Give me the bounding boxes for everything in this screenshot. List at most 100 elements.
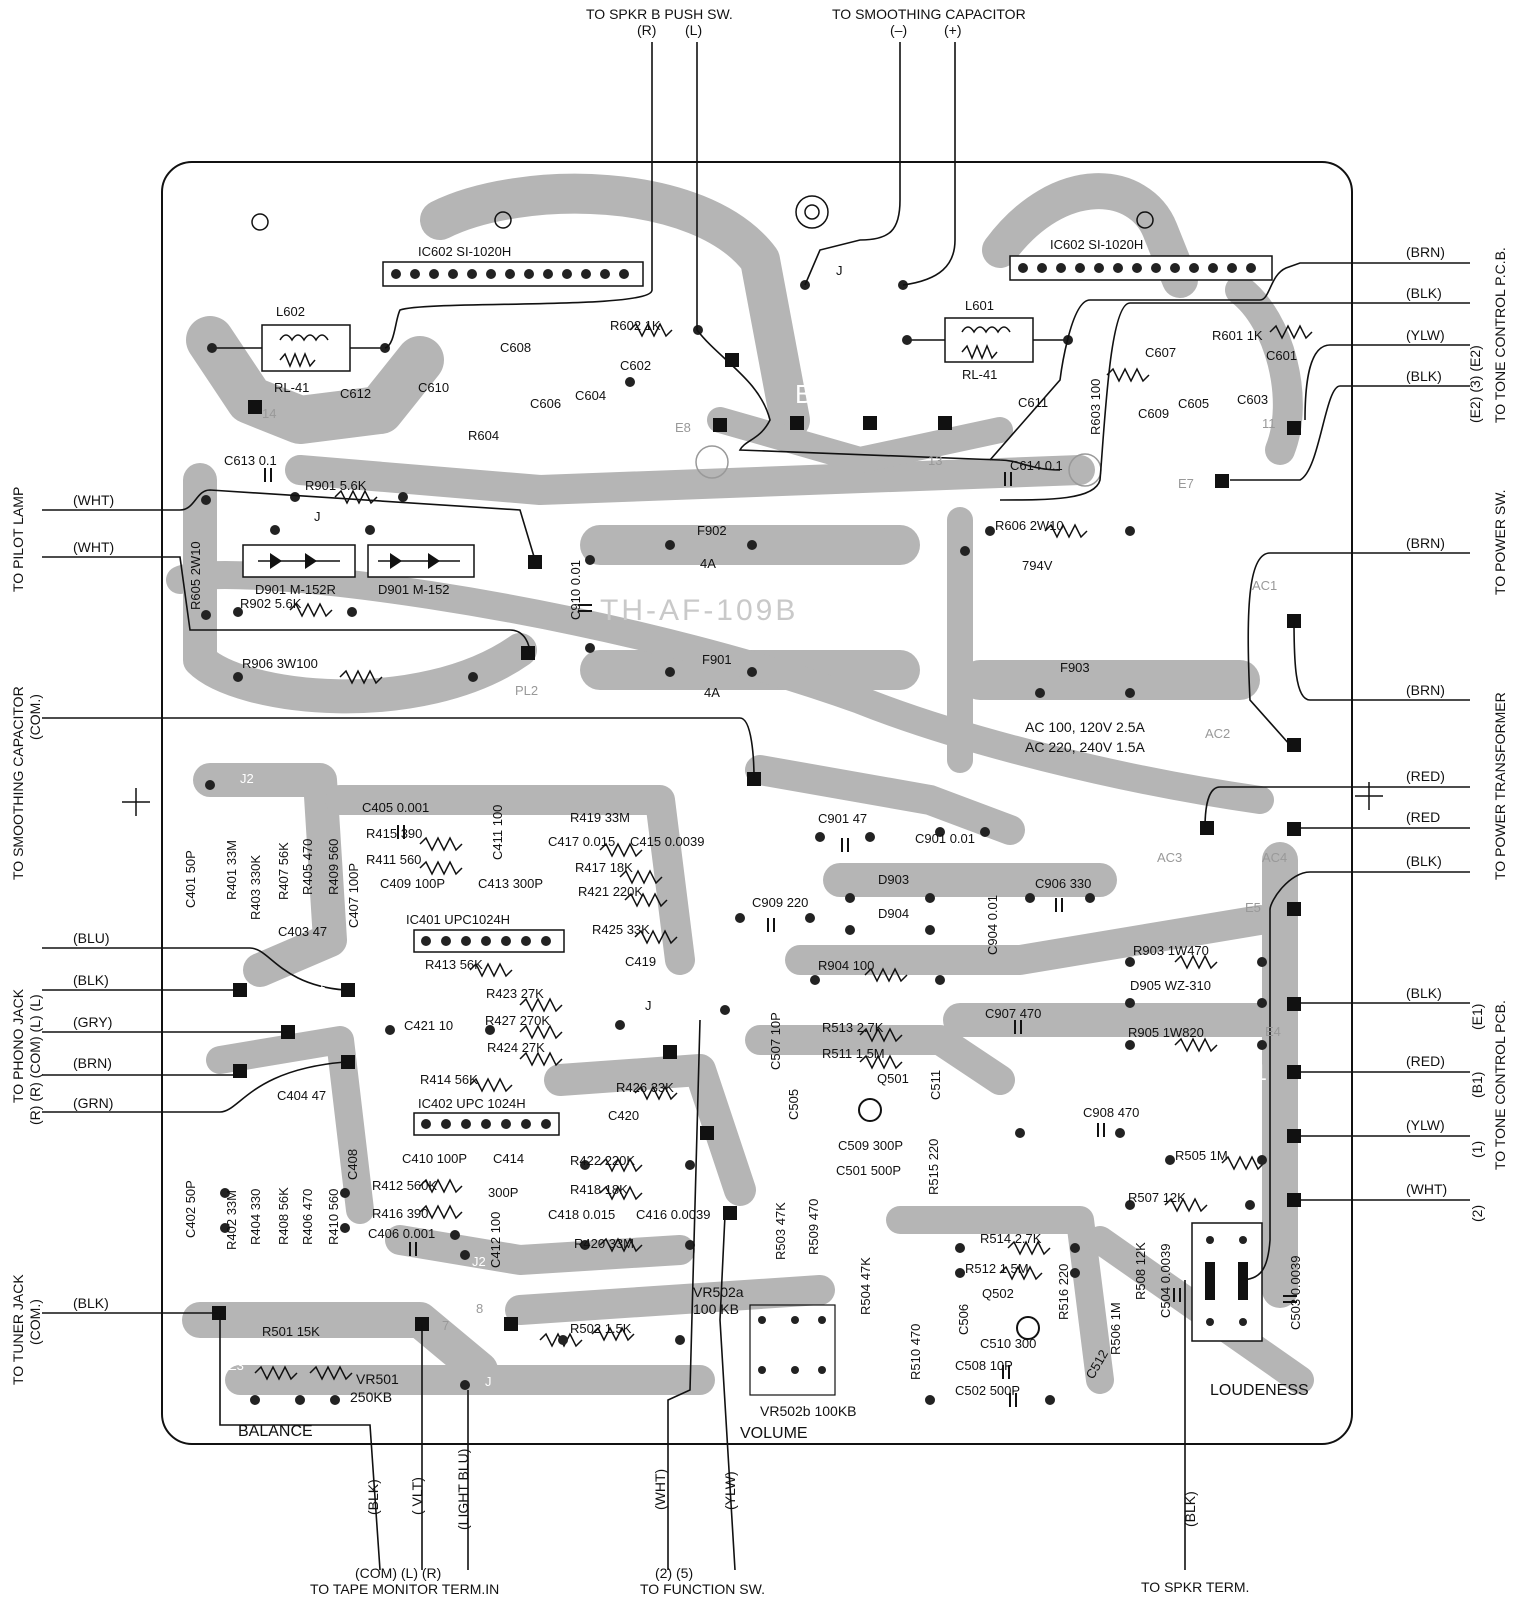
svg-text:R416 390: R416 390: [372, 1206, 428, 1221]
svg-text:R505 1M: R505 1M: [1175, 1148, 1228, 1163]
svg-text:R402 33M: R402 33M: [224, 1190, 239, 1250]
svg-text:(GRN): (GRN): [73, 1095, 113, 1111]
svg-text:C906 330: C906 330: [1035, 876, 1091, 891]
svg-text:(WHT): (WHT): [73, 539, 114, 555]
svg-text:C420: C420: [608, 1108, 639, 1123]
svg-text:C421 10: C421 10: [404, 1018, 453, 1033]
label-tape-sub: (COM) (L) (R): [355, 1565, 441, 1581]
svg-text:C418 0.015: C418 0.015: [548, 1207, 615, 1222]
svg-text:C506: C506: [956, 1304, 971, 1335]
svg-text:C909 220: C909 220: [752, 895, 808, 910]
svg-text:C907 470: C907 470: [985, 1006, 1041, 1021]
right-wires: [989, 262, 1470, 1281]
svg-text:C608: C608: [500, 340, 531, 355]
svg-text:E6: E6: [768, 804, 790, 824]
svg-text:AC3: AC3: [1157, 850, 1182, 865]
ic402: [413, 1112, 560, 1136]
svg-text:C606: C606: [530, 396, 561, 411]
svg-text:E7: E7: [1178, 476, 1194, 491]
svg-text:E2: E2: [706, 1232, 722, 1247]
svg-text:C603: C603: [1237, 392, 1268, 407]
board-name: TH-AF-109B: [600, 594, 798, 627]
svg-text:E8: E8: [675, 420, 691, 435]
svg-text:AC4: AC4: [1262, 850, 1287, 865]
svg-text:4A: 4A: [700, 556, 716, 571]
svg-text:E5: E5: [1245, 900, 1261, 915]
svg-text:D901 M-152: D901 M-152: [378, 582, 450, 597]
svg-text:C614 0.1: C614 0.1: [1010, 458, 1063, 473]
label-tape-title: TO TAPE MONITOR TERM.IN: [310, 1581, 499, 1597]
svg-text:J2: J2: [240, 771, 254, 786]
svg-text:C409 100P: C409 100P: [380, 876, 445, 891]
fuse-note-line2: AC 220, 240V 1.5A: [1025, 739, 1146, 755]
label-smoothing-pos: (+): [944, 22, 962, 38]
svg-text:C414: C414: [493, 1151, 524, 1166]
svg-text:(GRY): (GRY): [73, 1014, 112, 1030]
svg-text:R514 2.7K: R514 2.7K: [980, 1231, 1042, 1246]
svg-text:R513 2.7K: R513 2.7K: [822, 1020, 884, 1035]
svg-text:R606 2W10: R606 2W10: [995, 518, 1064, 533]
svg-text:R901 5.6K: R901 5.6K: [305, 478, 367, 493]
svg-text:R419 33M: R419 33M: [570, 810, 630, 825]
svg-text:C405 0.001: C405 0.001: [362, 800, 429, 815]
svg-text:(BLK): (BLK): [1406, 368, 1442, 384]
svg-text:R501 15K: R501 15K: [262, 1324, 320, 1339]
svg-text:R508 12K: R508 12K: [1133, 1242, 1148, 1300]
svg-text:C501 500P: C501 500P: [836, 1163, 901, 1178]
label-func-w2: (YLW): [722, 1471, 738, 1510]
svg-text:IC602 SI-1020H: IC602 SI-1020H: [1050, 237, 1143, 252]
svg-text:R401 33M: R401 33M: [224, 840, 239, 900]
svg-text:(BLK): (BLK): [73, 1295, 109, 1311]
svg-text:C505: C505: [786, 1089, 801, 1120]
svg-text:C406 0.001: C406 0.001: [368, 1226, 435, 1241]
ic602-right: [1009, 255, 1273, 281]
label-phono-sub: (R) (R) (COM) (L) (L): [27, 994, 43, 1125]
ic602-left: [382, 261, 644, 287]
svg-text:(RED: (RED: [1406, 809, 1440, 825]
svg-text:R413 56K: R413 56K: [425, 957, 483, 972]
svg-text:L601: L601: [965, 298, 994, 313]
svg-text:(BLU): (BLU): [73, 930, 110, 946]
svg-text:C407 100P: C407 100P: [346, 863, 361, 928]
svg-text:R904 100: R904 100: [818, 958, 874, 973]
component-labels: IC602 SI-1020H IC602 SI-1020H L602 RL-41…: [183, 237, 1303, 1398]
svg-text:R421 220K: R421 220K: [578, 884, 643, 899]
label-volume: VOLUME: [740, 1425, 808, 1442]
svg-text:C507 10P: C507 10P: [768, 1012, 783, 1070]
svg-text:R506 1M: R506 1M: [1108, 1302, 1123, 1355]
svg-text:E1: E1: [273, 1000, 289, 1015]
svg-text:R905 1W820: R905 1W820: [1128, 1025, 1204, 1040]
svg-text:8: 8: [476, 1301, 483, 1316]
svg-text:F902: F902: [697, 523, 727, 538]
label-smoothing-title: TO SMOOTHING CAPACITOR: [832, 6, 1026, 22]
svg-text:14: 14: [262, 406, 276, 421]
label-smooth-com2: (COM.): [27, 694, 43, 740]
svg-text:11: 11: [1262, 416, 1276, 431]
svg-text:794V: 794V: [1022, 558, 1053, 573]
svg-text:R605 2W10: R605 2W10: [188, 541, 203, 610]
svg-text:R503 47K: R503 47K: [773, 1202, 788, 1260]
svg-text:R512 1.5M: R512 1.5M: [965, 1261, 1029, 1276]
svg-text:C408: C408: [345, 1149, 360, 1180]
svg-text:Q501: Q501: [877, 1071, 909, 1086]
transistor-q502: [1016, 1316, 1040, 1340]
svg-text:IC602 SI-1020H: IC602 SI-1020H: [418, 244, 511, 259]
svg-text:C411 100: C411 100: [490, 805, 505, 860]
label-spkr-w1: (BLK): [1182, 1491, 1198, 1527]
svg-text:R406 470: R406 470: [300, 1189, 315, 1245]
svg-text:(BRN): (BRN): [1406, 244, 1445, 260]
svg-text:C417 0.015: C417 0.015: [548, 834, 615, 849]
svg-text:C502 500P: C502 500P: [955, 1383, 1020, 1398]
svg-text:(WHT): (WHT): [1406, 1181, 1447, 1197]
svg-text:R420 33M: R420 33M: [574, 1236, 634, 1251]
svg-text:E3: E3: [228, 1358, 244, 1373]
svg-text:R404 330: R404 330: [248, 1189, 263, 1245]
svg-text:C605: C605: [1178, 396, 1209, 411]
label-tuner: TO TUNER JACK: [10, 1274, 26, 1385]
svg-text:B: B: [795, 379, 812, 409]
svg-text:AC1: AC1: [1252, 578, 1277, 593]
svg-text:R510 470: R510 470: [908, 1324, 923, 1380]
svg-text:13: 13: [928, 453, 942, 468]
label-tone-bottom-2: (2): [1469, 1205, 1485, 1222]
svg-text:C904 0.01: C904 0.01: [985, 895, 1000, 955]
